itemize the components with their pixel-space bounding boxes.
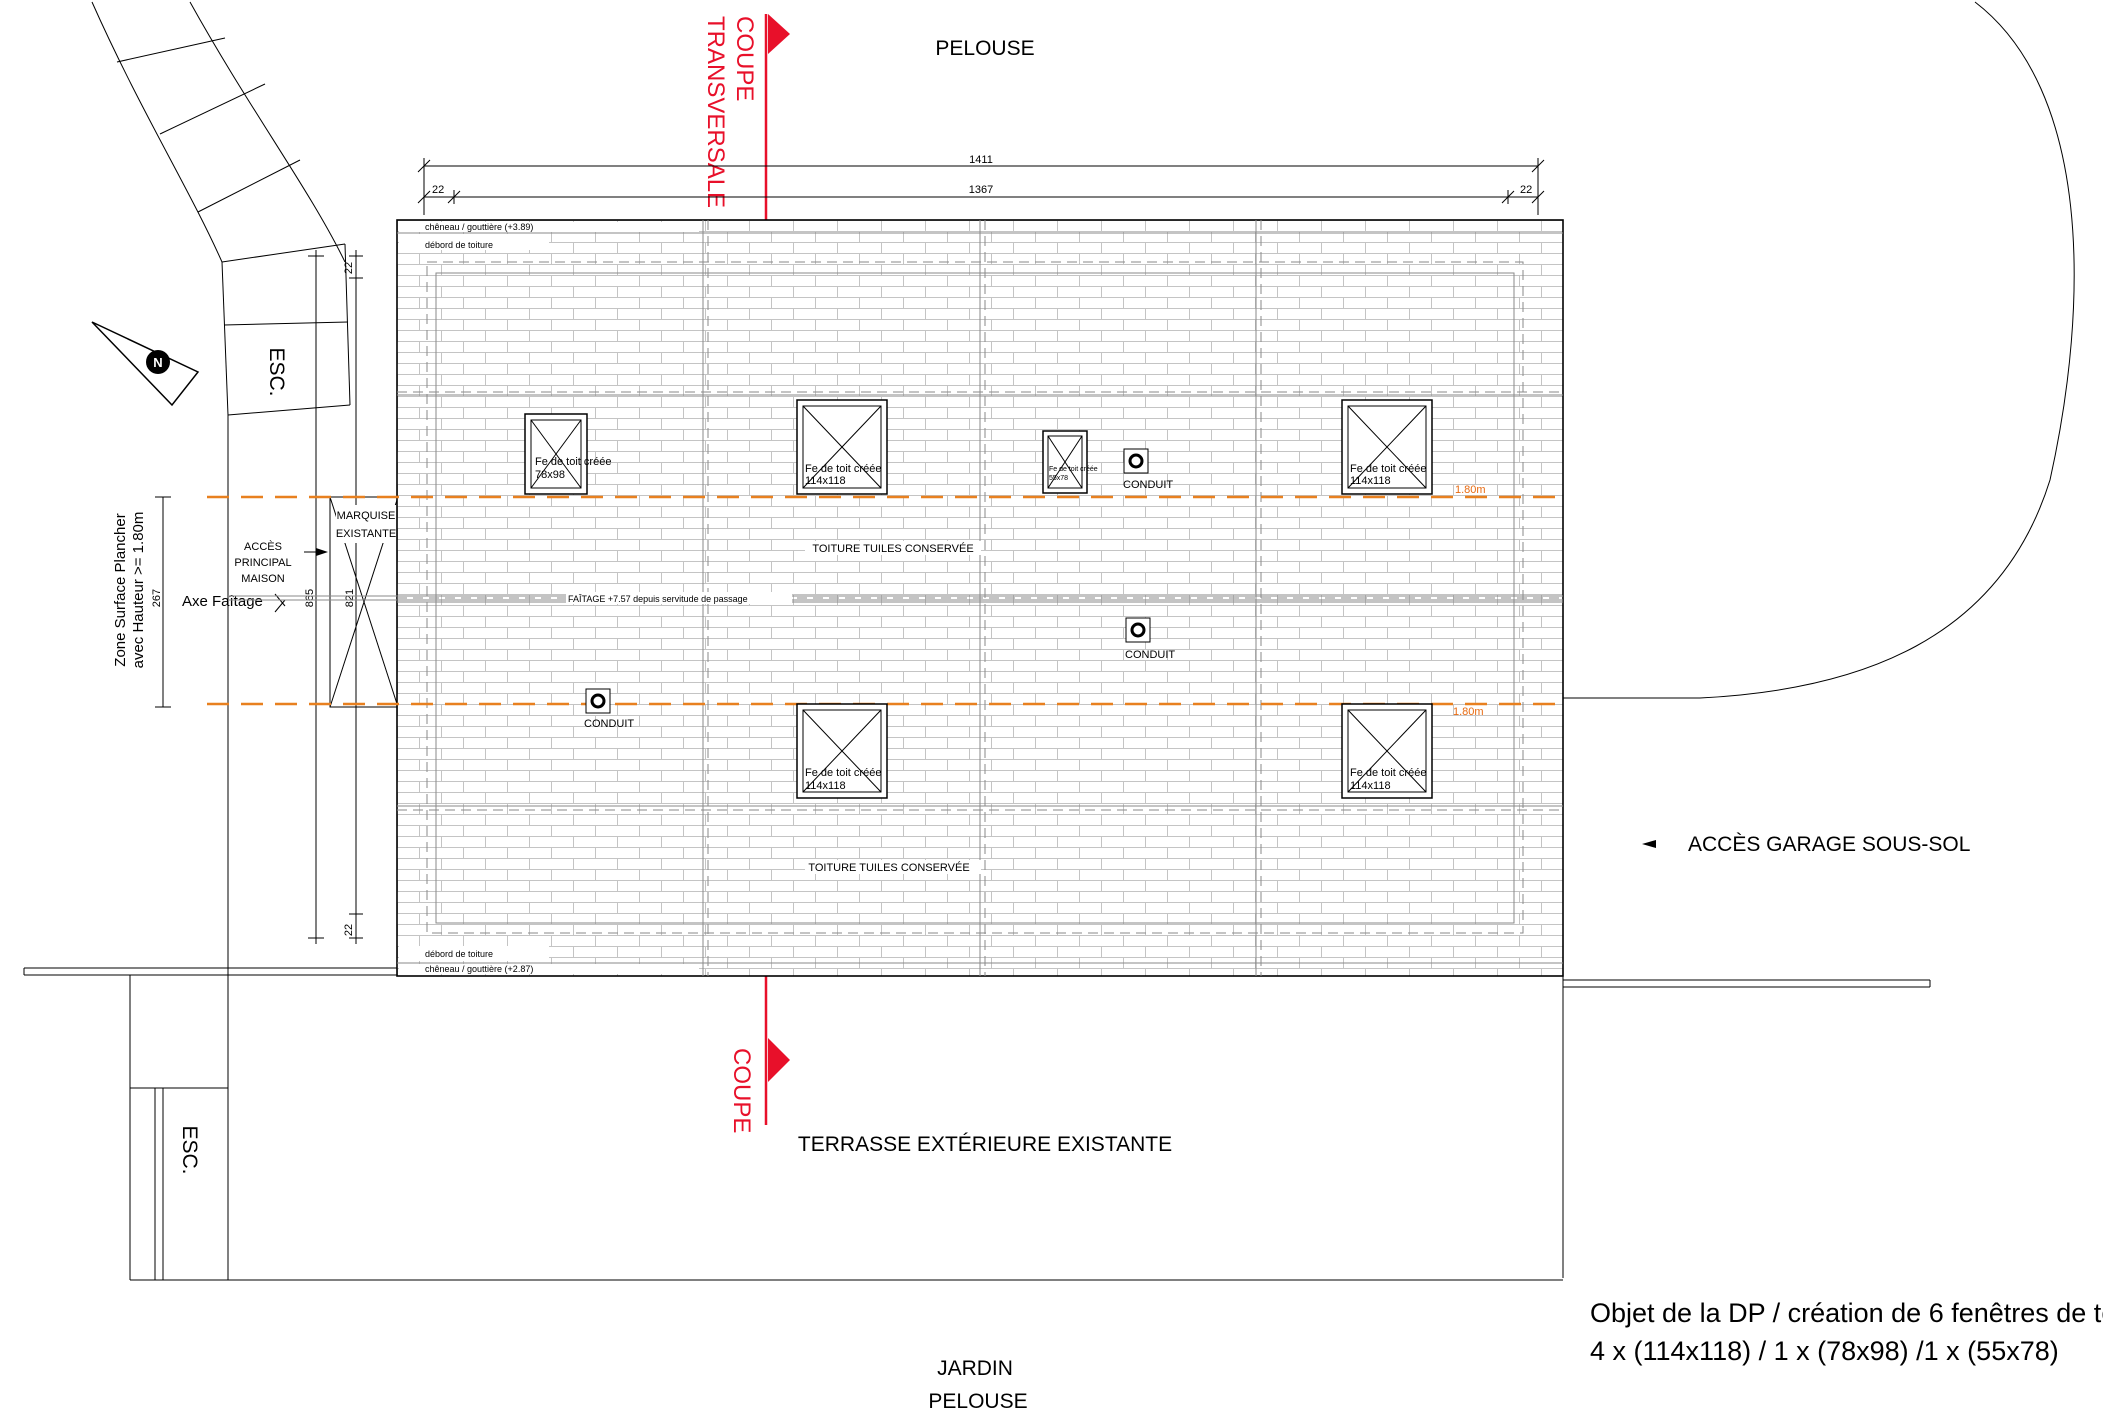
triangle-marker-icon — [768, 1038, 790, 1082]
roof-window-3 — [1042, 430, 1088, 494]
faitage-label: FAÎTAGE +7.57 depuis servitude de passag… — [568, 594, 748, 604]
height-limit-label-top: 1.80m — [1455, 484, 1486, 496]
axe-faitage-label: Axe Faîtage — [182, 593, 263, 610]
debord-bottom-label: débord de toiture — [425, 949, 493, 959]
window-2-label: Fe de toit créée — [805, 463, 881, 475]
dim-zone-height: 267 — [151, 589, 163, 607]
pelouse-bottom-label: PELOUSE — [928, 1390, 1027, 1413]
transversale-label: TRANSVERSALE — [702, 16, 729, 208]
acces-label-1: ACCÈS — [244, 540, 282, 553]
height-limit-label-bottom: 1.80m — [1453, 706, 1484, 718]
window-1-label: Fe de toit créée — [535, 456, 611, 468]
toiture-label-1: TOITURE TUILES CONSERVÉE — [812, 542, 973, 555]
pelouse-top-label: PELOUSE — [935, 37, 1034, 60]
window-2-size: 114x118 — [805, 475, 846, 487]
window-4-label: Fe de toit créée — [1350, 463, 1426, 475]
marquise-existante — [329, 496, 399, 708]
cheneau-top-label: chêneau / gouttière (+3.89) — [425, 222, 533, 232]
dim-depth-inner: 821 — [344, 589, 356, 607]
conduit-label-3: CONDUIT — [584, 718, 634, 730]
dimension-lines-left — [155, 250, 363, 944]
dp-note-line-2: 4 x (114x118) / 1 x (78x98) /1 x (55x78) — [1590, 1336, 2059, 1366]
lawn-arc — [1563, 1, 2075, 699]
arrow-right-icon — [316, 548, 328, 556]
acces-label-3: MAISON — [241, 573, 284, 585]
window-3-label: Fe de toit créée — [1049, 466, 1098, 473]
conduit-icon — [585, 688, 611, 714]
window-3-size: 55x78 — [1049, 475, 1068, 482]
dimension-lines-top — [417, 158, 1545, 215]
window-5-size: 114x118 — [805, 780, 846, 792]
triangle-marker-icon — [768, 14, 790, 54]
marquise-label-2: EXISTANTE — [336, 528, 396, 540]
north-arrow-icon: N — [91, 321, 200, 407]
dim-left-offset: 22 — [432, 184, 444, 196]
window-6-label: Fe de toit créée — [1350, 767, 1426, 779]
window-5-label: Fe de toit créée — [805, 767, 881, 779]
dim-inner: 1367 — [969, 184, 993, 196]
dim-right-offset: 22 — [1520, 184, 1532, 196]
acces-label-2: PRINCIPAL — [234, 557, 291, 569]
terrasse-label: TERRASSE EXTÉRIEURE EXISTANTE — [798, 1133, 1172, 1156]
zone-label-2: avec Hauteur >= 1.80m — [130, 512, 147, 669]
dim-overall: 1411 — [969, 154, 993, 166]
toiture-label-2: TOITURE TUILES CONSERVÉE — [808, 861, 969, 874]
cheneau-bottom-label: chêneau / gouttière (+2.87) — [425, 964, 533, 974]
dim-depth-outer: 865 — [304, 589, 316, 607]
conduit-label-2: CONDUIT — [1125, 649, 1175, 661]
dp-note-line-1: Objet de la DP / création de 6 fenêtres … — [1590, 1298, 2103, 1328]
svg-text:N: N — [153, 355, 162, 370]
conduit-label-1: CONDUIT — [1123, 479, 1173, 491]
arrow-left-icon — [1642, 840, 1656, 848]
esc-bottom-label: ESC. — [178, 1125, 201, 1174]
window-4-size: 114x118 — [1350, 475, 1391, 487]
debord-top-label: débord de toiture — [425, 240, 493, 250]
roof-window-1 — [524, 413, 588, 495]
window-1-size: 78x98 — [535, 469, 565, 481]
coupe-top-label: COUPE — [731, 16, 758, 101]
window-6-size: 114x118 — [1350, 780, 1391, 792]
conduit-icon — [1123, 448, 1149, 474]
jardin-label: JARDIN — [937, 1357, 1013, 1380]
dim-left-bottom: 22 — [343, 924, 355, 936]
roof-window-5 — [796, 703, 888, 799]
zone-label-1: Zone Surface Plancher — [112, 513, 129, 666]
site-outline-lower — [23, 967, 1931, 1281]
garage-label: ACCÈS GARAGE SOUS-SOL — [1688, 833, 1970, 856]
dim-left-top: 22 — [343, 262, 355, 274]
esc-top-label: ESC. — [265, 347, 288, 396]
conduit-icon — [1125, 617, 1151, 643]
coupe-bottom-label: COUPE — [728, 1048, 755, 1133]
roof-plan — [228, 219, 1564, 977]
roof-window-4 — [1341, 399, 1433, 495]
roof-window-6 — [1341, 703, 1433, 799]
marquise-label-1: MARQUISE — [337, 510, 396, 522]
roof-window-2 — [796, 399, 888, 495]
